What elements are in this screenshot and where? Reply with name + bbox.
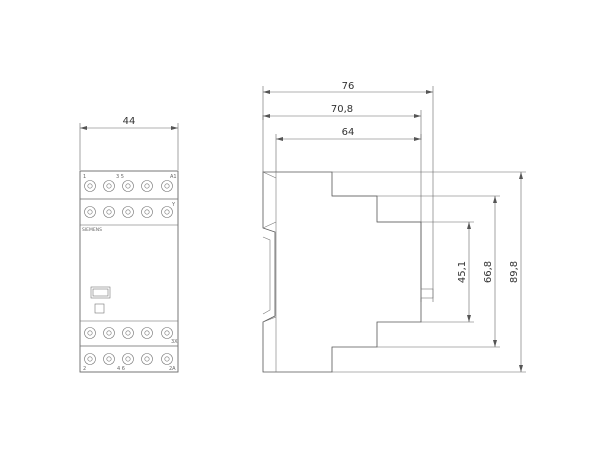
din-rail-clip: [262, 236, 271, 315]
terminal-label-a1: A1: [170, 174, 177, 180]
clip-top: [262, 171, 277, 179]
terminal-label-1: 1: [83, 174, 86, 180]
terminal-label-2: 2: [83, 366, 86, 372]
front-housing: [79, 170, 179, 373]
terminal-label-46: 4 6: [117, 366, 125, 372]
bottom-row2-screws: [84, 353, 173, 365]
front-view: 44 1 3 5 A1 Y SIEMENS: [79, 116, 179, 373]
terminal-label-2a: 2A: [169, 366, 176, 372]
bottom-terminal-block-1: [79, 320, 179, 347]
bottom-terminal-block-2: [79, 345, 179, 373]
brand-label: SIEMENS: [82, 227, 102, 233]
top-terminal-block-2: [79, 198, 179, 226]
side-view: 76 70,8 64: [262, 81, 526, 373]
dim-70-8-label: 70,8: [331, 104, 353, 115]
display-window: [90, 286, 111, 299]
clip-mid-top: [262, 221, 277, 229]
dim-89-8-label: 89,8: [509, 261, 520, 283]
display-window-inner: [92, 288, 109, 297]
dim-76: 76: [262, 81, 434, 302]
top-row2-screws: [84, 206, 173, 218]
bottom-row1-screws: [84, 327, 173, 339]
dim-45-1-label: 45,1: [457, 261, 468, 283]
dim-89-8: 89,8: [332, 171, 526, 373]
dim-64-label: 64: [342, 127, 355, 138]
terminal-label-35: 3 5: [116, 174, 124, 180]
clip-mid-bottom: [262, 316, 277, 323]
top-terminal-block-1: [79, 170, 179, 200]
dim-76-label: 76: [342, 81, 355, 92]
dim-64: 64: [275, 127, 422, 172]
dim-45-1: 45,1: [377, 221, 474, 323]
front-width-label: 44: [123, 116, 136, 127]
top-row1-screws: [84, 180, 173, 192]
front-width-dimension: 44: [79, 116, 179, 170]
side-profile-outline: [262, 171, 422, 373]
led-indicator: [94, 303, 105, 314]
terminal-label-y: Y: [171, 202, 176, 208]
side-tab: [420, 288, 434, 299]
terminal-label-3x: 3X: [171, 339, 178, 345]
dim-66-8-label: 66,8: [483, 261, 494, 283]
dim-66-8: 66,8: [332, 195, 500, 348]
